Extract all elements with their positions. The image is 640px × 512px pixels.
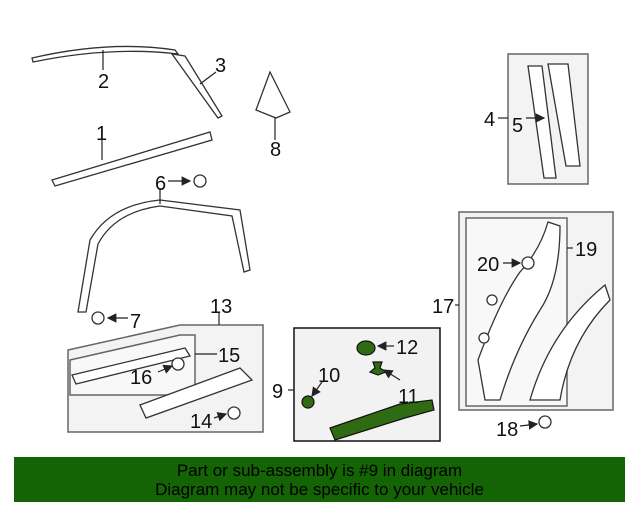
callout-2: 2 bbox=[98, 71, 109, 93]
callout-10: 10 bbox=[318, 365, 340, 387]
leader-3 bbox=[199, 71, 217, 85]
callout-9: 9 bbox=[272, 381, 283, 403]
callout-14: 14 bbox=[190, 411, 212, 433]
part-pillar-trim-lower bbox=[529, 283, 611, 401]
banner-line-2: Diagram may not be specific to your vehi… bbox=[155, 480, 484, 499]
part-5-weatherstrip bbox=[547, 63, 581, 167]
part-6-clip bbox=[193, 174, 207, 188]
callout-7: 7 bbox=[130, 311, 141, 333]
part-12-cap bbox=[356, 340, 376, 356]
part-2-moulding bbox=[31, 45, 180, 63]
part-8-garnish bbox=[255, 70, 291, 119]
callout-8: 8 bbox=[270, 139, 281, 161]
part-14-scuff bbox=[139, 367, 254, 419]
part-11-clip bbox=[368, 361, 388, 376]
callout-4: 4 bbox=[484, 109, 495, 131]
callout-3: 3 bbox=[215, 55, 226, 77]
part-14-clip bbox=[227, 406, 241, 420]
part-16-clip bbox=[171, 357, 185, 371]
leader-16 bbox=[157, 364, 174, 374]
part-9-garnish bbox=[329, 399, 435, 441]
part-clip bbox=[486, 294, 498, 306]
part-19-pillar-trim bbox=[477, 221, 561, 401]
callout-19: 19 bbox=[575, 239, 597, 261]
part-1-moulding bbox=[51, 131, 213, 187]
part-16-strip bbox=[71, 347, 192, 385]
part-10-clip bbox=[301, 395, 315, 409]
banner-line-1: Part or sub-assembly is #9 in diagram bbox=[176, 461, 463, 480]
callout-13: 13 bbox=[210, 296, 232, 318]
leader-10 bbox=[311, 381, 323, 397]
part-door-frame bbox=[77, 199, 251, 313]
part-7-clip bbox=[91, 311, 105, 325]
callout-11: 11 bbox=[398, 386, 419, 408]
part-20-clip bbox=[521, 256, 535, 270]
leader-18 bbox=[519, 420, 539, 430]
leader-11 bbox=[382, 369, 401, 381]
callout-6: 6 bbox=[155, 173, 166, 195]
callout-16: 16 bbox=[130, 367, 152, 389]
callout-20: 20 bbox=[477, 254, 499, 276]
part-18-clip bbox=[538, 415, 552, 429]
callout-1: 1 bbox=[96, 123, 107, 145]
callout-17: 17 bbox=[432, 296, 454, 318]
leader-14 bbox=[213, 412, 228, 422]
info-banner: Part or sub-assembly is #9 in diagram Di… bbox=[14, 457, 625, 502]
part-clip bbox=[478, 332, 490, 344]
callout-12: 12 bbox=[396, 337, 418, 359]
callout-18: 18 bbox=[496, 419, 518, 441]
callout-5: 5 bbox=[512, 115, 523, 137]
part-3-moulding bbox=[170, 53, 223, 119]
callout-15: 15 bbox=[218, 345, 240, 367]
